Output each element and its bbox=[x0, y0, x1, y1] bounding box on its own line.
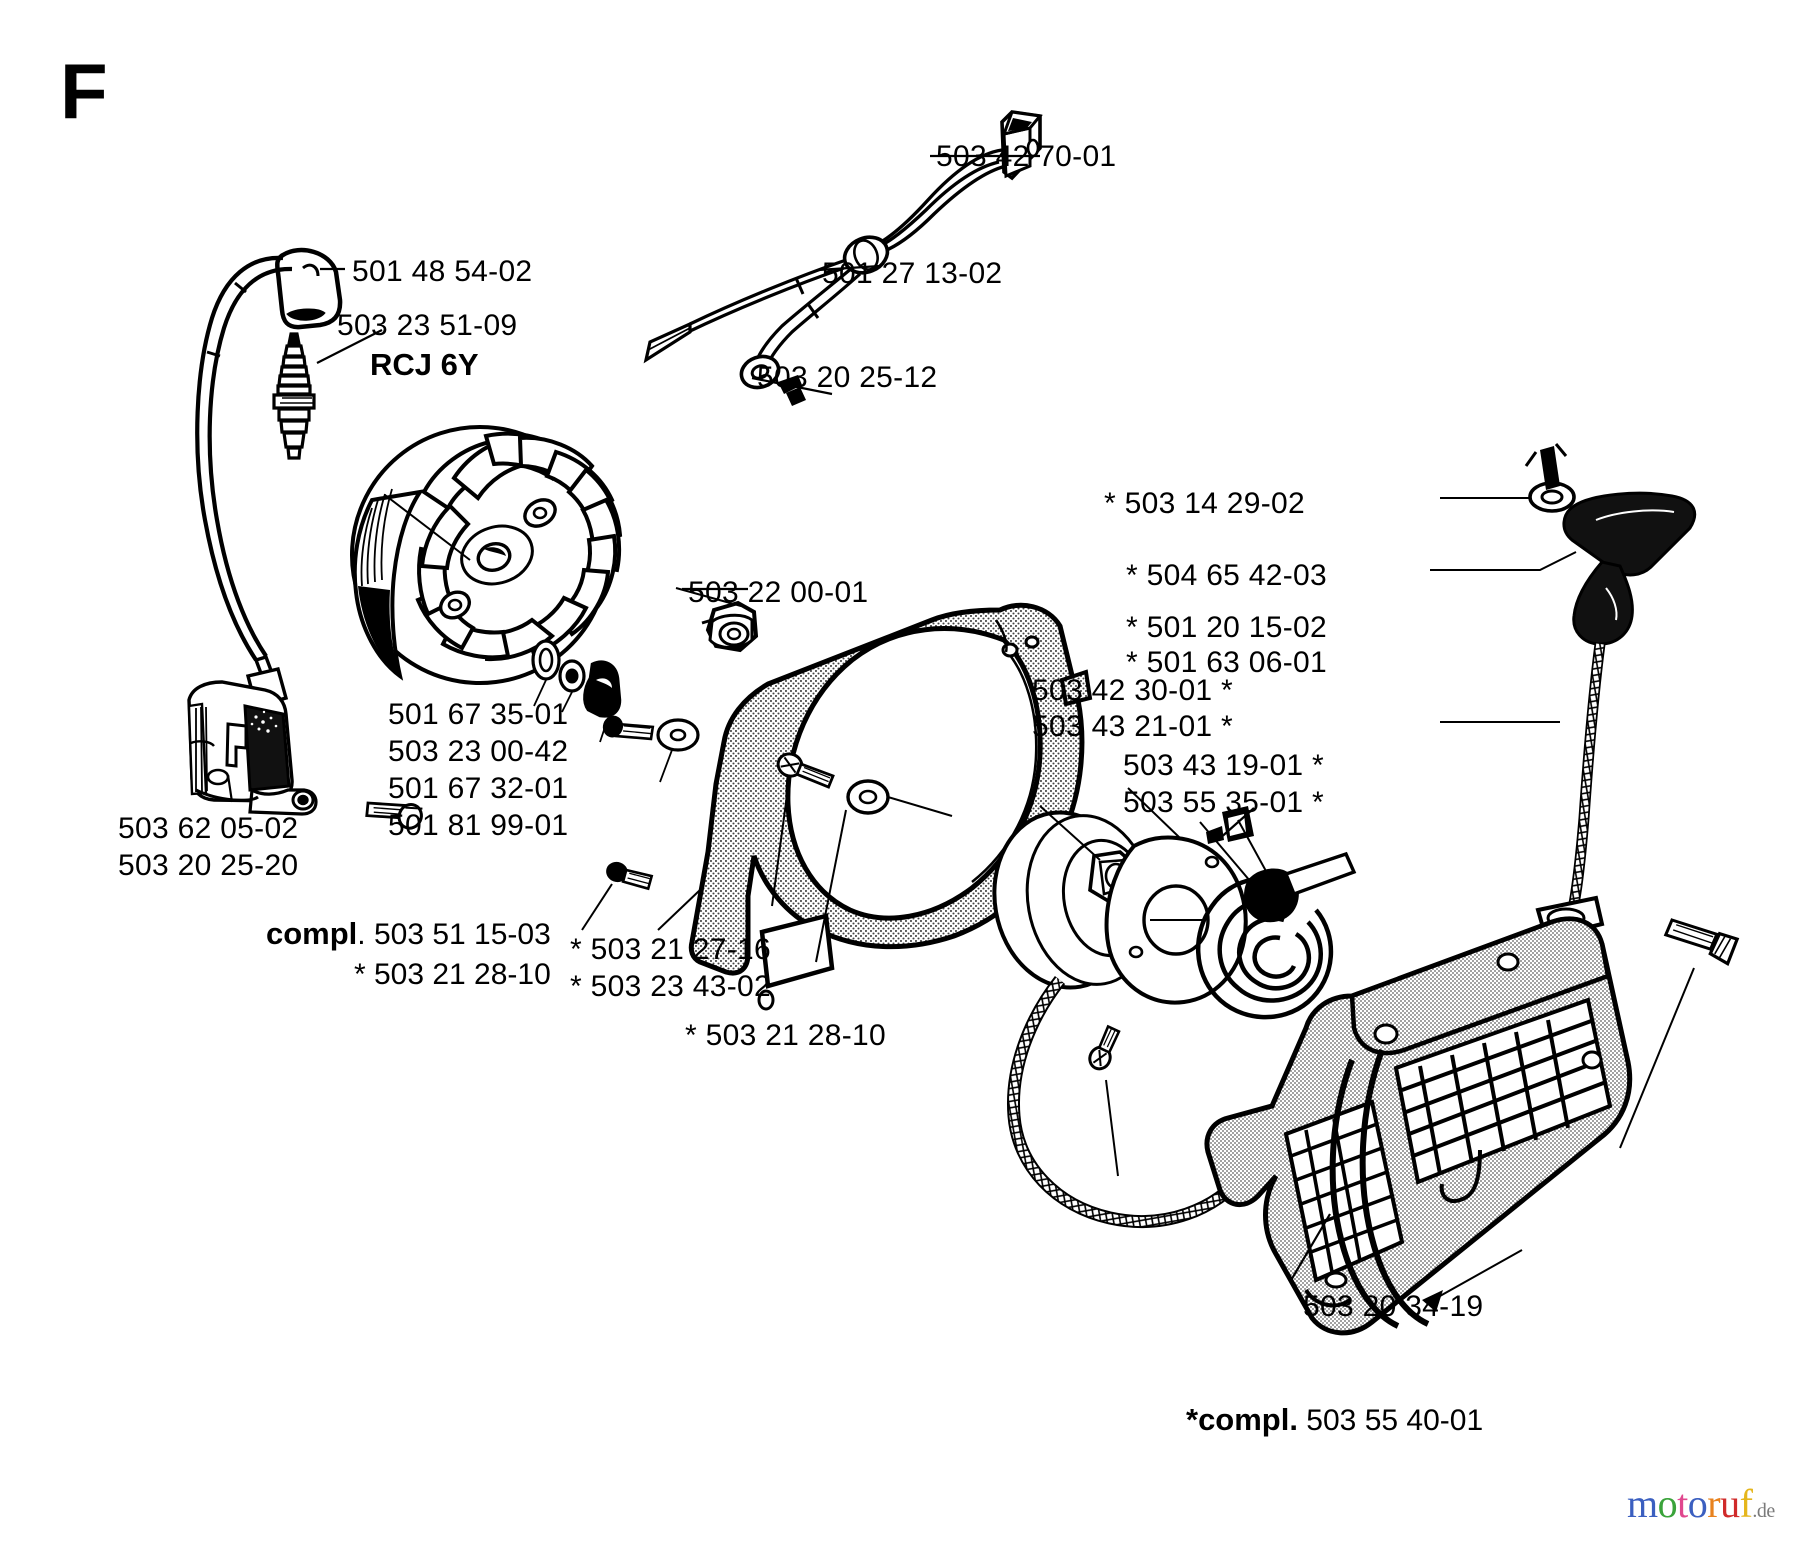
watermark-letter-6: f bbox=[1739, 1481, 1753, 1526]
ht-lead-and-boot bbox=[195, 247, 343, 662]
part-label-503-20-34-19: 503 20 34-19 bbox=[1303, 1290, 1484, 1323]
part-label-503-43-21-01: 503 43 21-01 * bbox=[1032, 710, 1234, 743]
part-label-503-21-27-16: * 503 21 27-16 bbox=[570, 933, 772, 966]
part-label-503-55-35-01: 503 55 35-01 * bbox=[1123, 786, 1325, 819]
part-label-503-23-00-42: 503 23 00-42 bbox=[388, 735, 569, 768]
part-label-503-22-00-01: 503 22 00-01 bbox=[688, 576, 869, 609]
leader-lines bbox=[226, 154, 1331, 1283]
watermark-letter-0: m bbox=[1627, 1481, 1658, 1526]
part-label-503-20-25-12: 503 20 25-12 bbox=[757, 361, 938, 394]
part-label-503-20-25-20: 503 20 25-20 bbox=[118, 849, 299, 882]
flywheel-nut bbox=[675, 587, 759, 653]
ignition-module bbox=[187, 654, 318, 816]
compl-left-second-number: * 503 21 28-10 bbox=[353, 958, 551, 991]
stop-switch-assembly bbox=[643, 110, 1043, 390]
pulley-screw bbox=[1088, 1024, 1121, 1071]
flywheel-small-parts bbox=[531, 639, 700, 783]
spark-plug bbox=[272, 332, 316, 460]
watermark-suffix: .de bbox=[1752, 1500, 1775, 1522]
starter-pulley-assembly bbox=[992, 787, 1357, 1020]
part-label-501-63-06-01: * 501 63 06-01 bbox=[1126, 646, 1328, 679]
compl-left-keyword: compl bbox=[266, 916, 358, 951]
motoruf-watermark: motoruf.de bbox=[1627, 1484, 1775, 1524]
watermark-letter-5: u bbox=[1720, 1481, 1740, 1526]
part-label-503-42-30-01: 503 42 30-01 * bbox=[1032, 674, 1234, 707]
part-label-503-42-70-01: 503 42 70-01 bbox=[936, 140, 1117, 173]
compl-right-keyword: *compl. bbox=[1186, 1402, 1298, 1437]
part-label-501-81-99-01: 501 81 99-01 bbox=[388, 809, 569, 842]
part-label-501-67-32-01: 501 67 32-01 bbox=[388, 772, 569, 805]
part-label-503-62-05-02: 503 62 05-02 bbox=[118, 812, 299, 845]
part-label-503-23-51-09: 503 23 51-09 bbox=[337, 309, 518, 342]
part-label-503-23-43-02: * 503 23 43-02 bbox=[570, 970, 772, 1003]
housing-screws bbox=[581, 752, 953, 963]
spark-plug-type-label: RCJ 6Y bbox=[370, 347, 479, 382]
compl-left-number: . 503 51 15-03 bbox=[357, 918, 551, 951]
part-label-501-67-35-01: 501 67 35-01 bbox=[388, 698, 569, 731]
part-label-503-21-28-10-lower: * 503 21 28-10 bbox=[685, 1019, 887, 1052]
watermark-letter-4: r bbox=[1707, 1481, 1721, 1526]
starter-cover bbox=[1204, 916, 1633, 1336]
flywheel bbox=[350, 425, 623, 685]
compl-right: *compl. 503 55 40-01 bbox=[1186, 1402, 1483, 1438]
part-label-501-27-13-02: 501 27 13-02 bbox=[822, 257, 1003, 290]
watermark-letter-2: t bbox=[1677, 1481, 1688, 1526]
watermark-letter-3: o bbox=[1687, 1481, 1708, 1526]
starter-rope bbox=[1006, 975, 1250, 1228]
watermark-letter-1: o bbox=[1657, 1481, 1678, 1526]
cover-screw-503-20-34-19 bbox=[1663, 918, 1740, 966]
compl-left: compl. 503 51 15-03 * 503 21 28-10 bbox=[266, 916, 551, 992]
compl-right-number: 503 55 40-01 bbox=[1297, 1404, 1484, 1437]
part-label-501-20-15-02: * 501 20 15-02 bbox=[1126, 611, 1328, 644]
part-label-503-14-29-02: * 503 14 29-02 bbox=[1104, 487, 1306, 520]
part-label-504-65-42-03: * 504 65 42-03 bbox=[1126, 559, 1328, 592]
coil-screw bbox=[365, 801, 423, 830]
section-letter: F bbox=[60, 47, 108, 135]
part-label-503-43-19-01: 503 43 19-01 * bbox=[1123, 749, 1325, 782]
part-label-501-48-54-02: 501 48 54-02 bbox=[352, 255, 533, 288]
